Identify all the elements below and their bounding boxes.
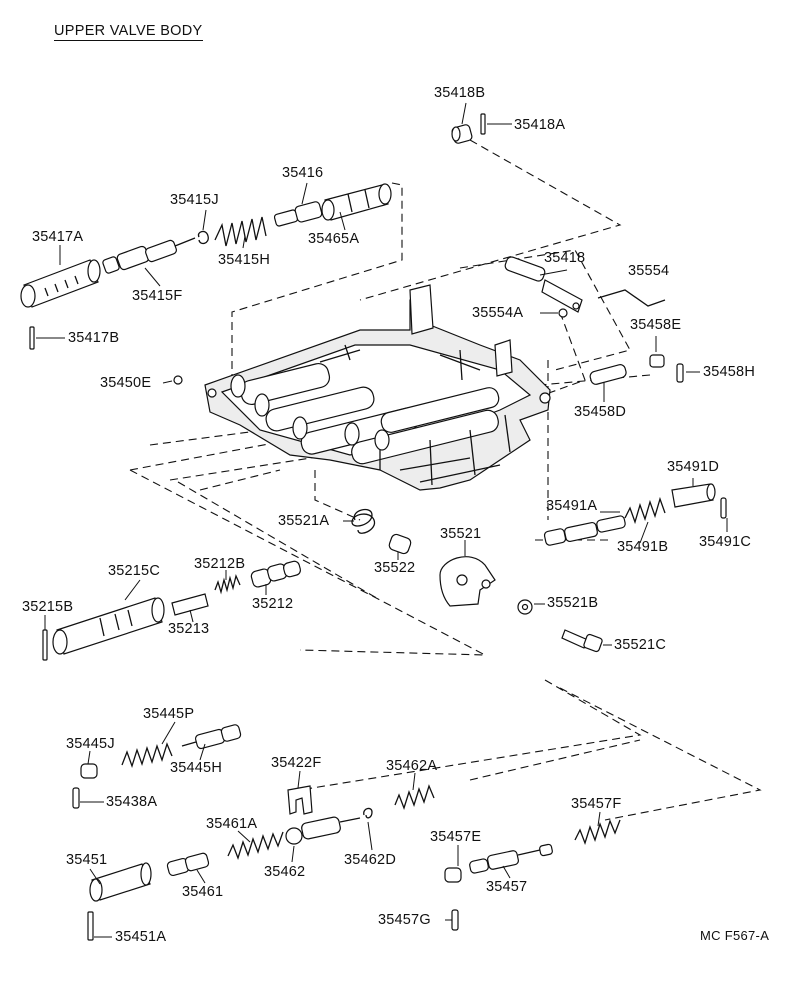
- part-35522-roller: [388, 533, 412, 555]
- label-35215B: 35215B: [22, 599, 74, 615]
- label-35461A: 35461A: [206, 816, 258, 832]
- label-35462A: 35462A: [386, 758, 438, 774]
- label-35415F: 35415F: [132, 288, 183, 304]
- part-35415J-clip: [197, 230, 209, 245]
- part-35445P-spring: [121, 742, 173, 769]
- label-35462: 35462: [264, 864, 306, 880]
- label-35416: 35416: [282, 165, 324, 181]
- part-35415H-spring: [214, 216, 267, 247]
- part-35521C-bolt: [561, 629, 603, 653]
- label-35212B: 35212B: [194, 556, 246, 572]
- label-35415H: 35415H: [218, 252, 270, 268]
- part-35445J-plug: [80, 763, 98, 779]
- part-35491D-sleeve: [671, 483, 716, 508]
- part-35445H-valve: [181, 724, 242, 750]
- label-35461: 35461: [182, 884, 224, 900]
- part-35462A-spring: [394, 784, 435, 810]
- part-35415F-valve: [102, 237, 196, 274]
- label-35451: 35451: [66, 852, 108, 868]
- label-35491C: 35491C: [699, 534, 751, 550]
- part-35215C-sleeve: [52, 597, 165, 655]
- label-leader-lines: [36, 102, 728, 938]
- part-35554A-washer: [558, 308, 568, 318]
- part-35215B-pin: [42, 629, 48, 661]
- label-35418A: 35418A: [514, 117, 566, 133]
- part-35451A-pin: [87, 911, 94, 941]
- label-35415J: 35415J: [170, 192, 219, 208]
- part-35462D-clip: [363, 807, 373, 819]
- part-35521A-spring: [351, 508, 376, 534]
- label-35445H: 35445H: [170, 760, 222, 776]
- label-35465A: 35465A: [308, 231, 360, 247]
- part-35491A-valve: [543, 515, 626, 546]
- part-35457G-pin: [451, 909, 459, 931]
- label-35417A: 35417A: [32, 229, 84, 245]
- label-35462D: 35462D: [344, 852, 396, 868]
- part-35418B-cap: [451, 124, 473, 144]
- label-35212: 35212: [252, 596, 294, 612]
- assembly-dashed-lines: [129, 139, 762, 821]
- part-35212B-spring: [214, 574, 241, 595]
- part-35457F-spring: [574, 819, 621, 845]
- part-35417B-pin: [29, 326, 35, 350]
- label-35418B: 35418B: [434, 85, 486, 101]
- label-35418: 35418: [544, 250, 586, 266]
- part-35462-valve: [285, 816, 361, 845]
- part-35422F-clip: [287, 785, 313, 815]
- label-35422F: 35422F: [271, 755, 322, 771]
- label-35457E: 35457E: [430, 829, 482, 845]
- drawing-code: MC F567-A: [700, 928, 770, 943]
- label-35457G: 35457G: [378, 912, 431, 928]
- part-35418A-pin: [480, 113, 486, 135]
- label-35521B: 35521B: [547, 595, 599, 611]
- label-35445P: 35445P: [143, 706, 195, 722]
- label-35457: 35457: [486, 879, 528, 895]
- part-35458E-plug: [649, 354, 665, 368]
- label-35521A: 35521A: [278, 513, 330, 529]
- part-35213-plug: [171, 593, 209, 616]
- part-35212-valve: [250, 560, 302, 588]
- part-35461-valve: [166, 852, 210, 877]
- part-35457-valve: [469, 843, 553, 874]
- diagram-title: UPPER VALVE BODY: [54, 23, 203, 41]
- label-35215C: 35215C: [108, 563, 160, 579]
- label-35451A: 35451A: [115, 929, 167, 945]
- part-35450E-ball: [173, 375, 183, 385]
- part-35521B-washer: [517, 599, 533, 615]
- label-35458H: 35458H: [703, 364, 755, 380]
- label-35522: 35522: [374, 560, 416, 576]
- part-35458H-pin: [676, 363, 684, 383]
- label-35213: 35213: [168, 621, 210, 637]
- label-35491B: 35491B: [617, 539, 669, 555]
- label-35457F: 35457F: [571, 796, 622, 812]
- part-35491B-spring: [624, 496, 666, 525]
- label-35445J: 35445J: [66, 736, 115, 752]
- part-35465A-valve: [321, 183, 392, 221]
- label-35491D: 35491D: [667, 459, 719, 475]
- label-35417B: 35417B: [68, 330, 120, 346]
- part-35451-sleeve: [89, 862, 152, 902]
- part-35438A-pin: [72, 787, 80, 809]
- label-35491A: 35491A: [546, 498, 598, 514]
- label-35438A: 35438A: [106, 794, 158, 810]
- part-35461A-spring: [227, 831, 284, 860]
- label-35458D: 35458D: [574, 404, 626, 420]
- label-35554A: 35554A: [472, 305, 524, 321]
- label-35521C: 35521C: [614, 637, 666, 653]
- label-35521: 35521: [440, 526, 482, 542]
- label-35450E: 35450E: [100, 375, 152, 391]
- part-35418-lever: [504, 256, 583, 313]
- part-35491C-pin: [720, 497, 727, 519]
- part-35458D-plug: [589, 364, 627, 385]
- part-35521-detent-plate: [439, 556, 496, 607]
- part-35416-plunger: [273, 201, 323, 227]
- label-35458E: 35458E: [630, 317, 682, 333]
- part-35457E-plug: [444, 867, 462, 883]
- upper-valve-body-casting: [204, 284, 551, 491]
- part-35554-rod: [597, 289, 666, 307]
- label-35554: 35554: [628, 263, 670, 279]
- part-35417A-sleeve: [20, 259, 101, 308]
